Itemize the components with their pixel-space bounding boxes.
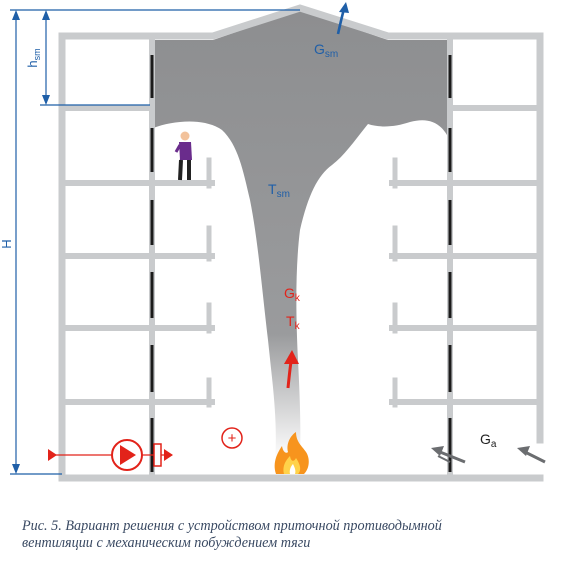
dimension-lines (10, 9, 300, 475)
smoke-ventilation-diagram: hsm H Gsm Tsm Gk Tk Ga + (0, 2, 546, 482)
h-sm-label: hsm (25, 48, 42, 67)
figure-caption: Рис. 5. Вариант решения с устройством пр… (22, 518, 552, 552)
convection-arrow-icon (284, 350, 299, 389)
smoke-exhaust-arrow-icon (336, 2, 349, 35)
g-sm-label: Gsm (314, 41, 338, 60)
H-label: H (0, 239, 14, 248)
t-k-label: Tk (286, 313, 301, 332)
svg-text:+: + (228, 430, 237, 447)
caption-line-2: вентиляции с механическим побуждением тя… (22, 535, 311, 551)
t-sm-label: Tsm (268, 181, 290, 200)
building-walls (58, 4, 544, 482)
g-k-label: Gk (284, 285, 301, 304)
person-icon (174, 131, 192, 181)
fan-icon (48, 439, 173, 471)
caption-line-1: Рис. 5. Вариант решения с устройством пр… (22, 518, 442, 534)
g-a-label: Ga (480, 431, 497, 450)
air-inflow-arrow-icon (431, 446, 546, 464)
fire-icon (274, 432, 309, 474)
smoke-layer (153, 10, 447, 460)
door-strips (150, 55, 452, 472)
pressure-plus-icon: + (221, 427, 243, 449)
